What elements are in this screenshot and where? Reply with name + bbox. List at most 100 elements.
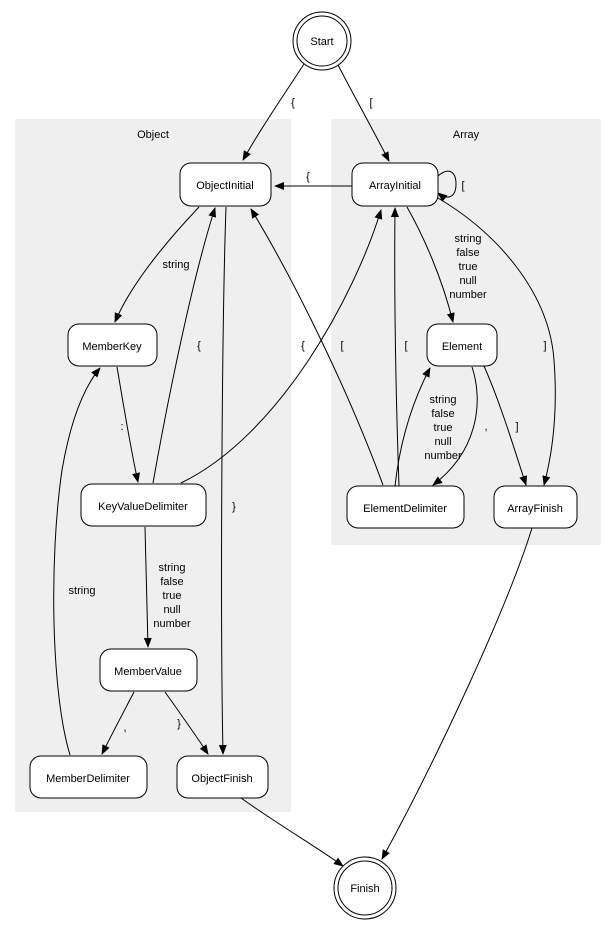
- node-box: [99, 648, 198, 692]
- node-box: [426, 323, 498, 367]
- edge-label-line: string: [159, 562, 186, 574]
- edge-label: }: [232, 501, 236, 513]
- edge-label-line: null: [459, 275, 476, 287]
- node-label: MemberKey: [82, 341, 142, 353]
- node-box: [179, 162, 272, 207]
- edge-keyvaluedelimiter-membervalue: string false true null number: [143, 526, 191, 648]
- node-label: ObjectInitial: [196, 180, 253, 192]
- edge-label: ,: [484, 421, 487, 433]
- cluster-object-box: [15, 119, 291, 812]
- edge-line: [337, 64, 390, 162]
- edge-line: [240, 797, 344, 867]
- node-box: [67, 323, 158, 367]
- node-box: [176, 755, 269, 799]
- edge-arrayinitial-objectinitial: {: [274, 171, 352, 190]
- edge-label-line: true: [459, 261, 478, 273]
- edge-label-line: string: [455, 233, 482, 245]
- edge-label-line: false: [456, 247, 479, 259]
- edge-objectfinish-finish: [240, 797, 344, 867]
- edge-label: [: [340, 340, 343, 352]
- node-box: [80, 483, 207, 527]
- edge-arrayfinish-finish: [381, 527, 533, 860]
- edge-label-line: true: [434, 422, 453, 434]
- node-box: [493, 485, 578, 529]
- node-memberkey: MemberKey: [67, 323, 158, 367]
- edge-label-line: null: [434, 436, 451, 448]
- node-inner-outline: [296, 15, 348, 67]
- edge-line: [483, 365, 528, 486]
- edge-label: [: [369, 97, 372, 109]
- edge-label: }: [177, 718, 181, 730]
- node-label: ArrayInitial: [369, 180, 421, 192]
- edge-elementdelimiter-objectinitial: {: [250, 208, 384, 486]
- edge-memberdelimiter-memberkey: string: [53, 367, 101, 756]
- edge-line: [432, 366, 478, 486]
- node-label: Element: [442, 341, 482, 353]
- node-objectinitial: ObjectInitial: [179, 162, 272, 207]
- edge-membervalue-objectfinish: }: [164, 691, 209, 755]
- edge-line: [381, 527, 533, 860]
- edge-line: [101, 691, 135, 755]
- edge-label-line: false: [431, 408, 454, 420]
- cluster-object: Object: [15, 119, 291, 812]
- edge-label: ]: [543, 340, 546, 352]
- edges-layer: { [ { [ string false true null number ]: [53, 63, 556, 867]
- node-start: Start: [292, 11, 352, 71]
- node-label: ArrayFinish: [507, 503, 563, 515]
- edge-label-line: false: [160, 576, 183, 588]
- edge-line: [152, 207, 217, 484]
- edge-label-line: string: [430, 394, 457, 406]
- edge-line: [242, 63, 305, 161]
- edge-label: ,: [123, 722, 126, 734]
- edge-label-line: number: [449, 289, 487, 301]
- cluster-array-label: Array: [453, 129, 480, 141]
- edge-keyvaluedelimiter-objectinitial: {: [152, 207, 217, 484]
- edge-line: [218, 206, 227, 755]
- node-label: ElementDelimiter: [363, 503, 447, 515]
- edge-line: [53, 367, 101, 756]
- edge-label: {: [306, 171, 310, 183]
- nodes-layer: Start ObjectInitial ArrayInitial MemberK…: [29, 11, 578, 920]
- node-label: MemberDelimiter: [46, 773, 130, 785]
- edge-label: string: [69, 585, 96, 597]
- edge-label: [: [404, 340, 407, 352]
- edge-arrayinitial-arrayfinish: ]: [437, 197, 556, 486]
- edge-label-line: null: [163, 604, 180, 616]
- node-label: Start: [310, 36, 333, 48]
- edge-label-line: number: [424, 450, 462, 462]
- edge-elementdelimiter-arrayinitial: [: [390, 207, 408, 487]
- edge-label: ]: [515, 421, 518, 433]
- edge-membervalue-memberdelimiter: ,: [101, 691, 135, 755]
- edge-label: [: [461, 180, 464, 192]
- edge-line: [390, 207, 400, 487]
- node-label: KeyValueDelimiter: [98, 501, 188, 513]
- node-inner-outline: [337, 860, 393, 916]
- edge-line: [180, 209, 383, 484]
- edge-arrayinitial-element: string false true null number: [406, 206, 487, 323]
- node-box: [29, 755, 148, 799]
- node-box: [351, 162, 439, 207]
- cluster-object-label: Object: [137, 129, 169, 141]
- edge-label-line: true: [163, 590, 182, 602]
- edge-line: [250, 208, 384, 486]
- edge-memberkey-keyvaluedelimiter: :: [116, 366, 140, 483]
- edge-line: [143, 526, 152, 648]
- edge-keyvaluedelimiter-arrayinitial: [: [180, 209, 383, 484]
- edge-elementdelimiter-element: string false true null number: [394, 367, 462, 487]
- edge-line: [394, 367, 431, 487]
- edge-line: [164, 691, 209, 755]
- node-label: Finish: [350, 883, 379, 895]
- node-elementdelimiter: ElementDelimiter: [346, 485, 465, 529]
- edge-label: :: [120, 421, 123, 433]
- node-label: ObjectFinish: [191, 773, 252, 785]
- edge-line: [437, 170, 457, 202]
- node-arrayfinish: ArrayFinish: [493, 485, 578, 529]
- edge-line: [114, 206, 200, 323]
- edge-objectinitial-memberkey: string: [114, 206, 200, 323]
- node-box: [346, 485, 465, 529]
- node-keyvaluedelimiter: KeyValueDelimiter: [80, 483, 207, 527]
- edge-label-line: number: [153, 618, 191, 630]
- edge-arrayinitial-self-loop: [: [437, 170, 465, 202]
